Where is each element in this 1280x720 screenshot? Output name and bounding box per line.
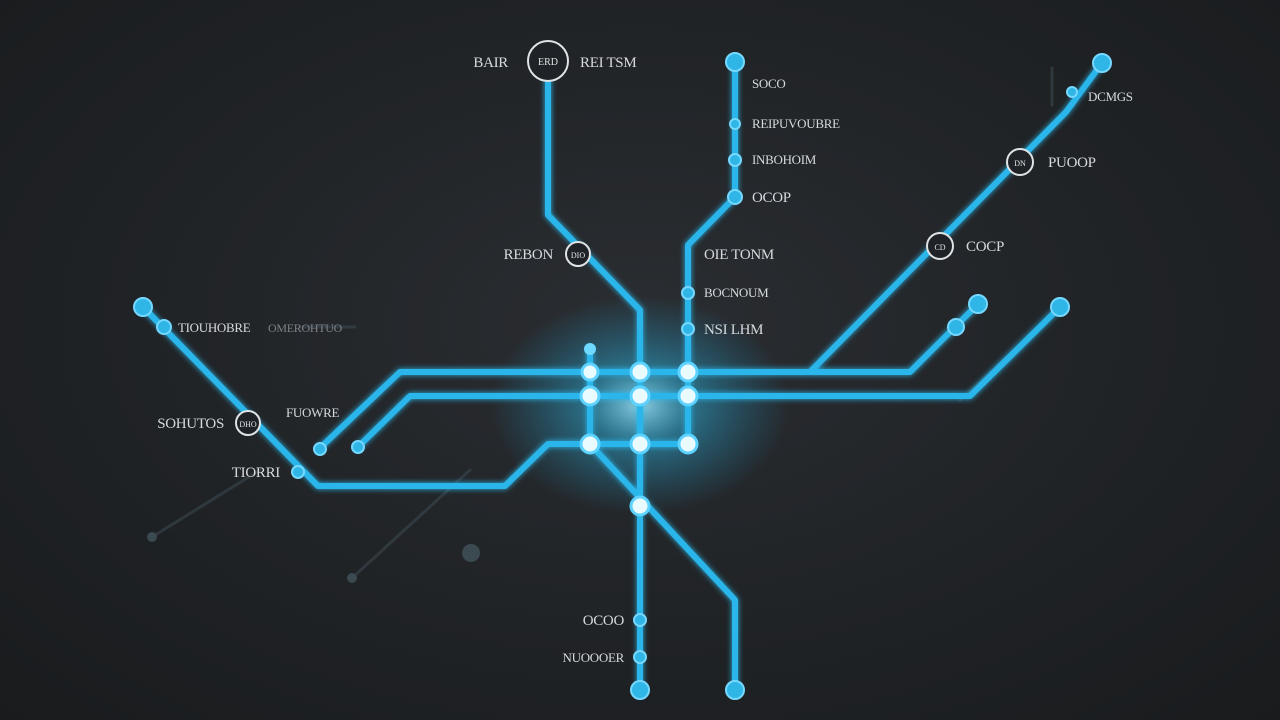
station-dot[interactable] (156, 319, 172, 335)
station-label: COCP (966, 239, 1004, 255)
route-west-a (317, 369, 593, 451)
route-east-lower (587, 304, 1063, 399)
interchange-ring-rebon[interactable] (565, 241, 591, 267)
station-dot[interactable] (351, 440, 365, 454)
station-dot[interactable] (313, 442, 327, 456)
station-dot[interactable] (727, 189, 743, 205)
background-faint-dots (147, 532, 480, 583)
hub-node-small[interactable] (584, 343, 596, 355)
hub-node[interactable] (677, 433, 699, 455)
station-label: BOCNOUM (704, 285, 769, 300)
station-labels: BAIR REI TSM SOCO REIPUVOUBRE INBOHOIM O… (157, 55, 1133, 665)
station-dot[interactable] (725, 52, 745, 72)
hub-node[interactable] (579, 433, 601, 455)
hub-node[interactable] (629, 361, 651, 383)
interchange-rings (235, 40, 1034, 436)
hub-nodes (579, 361, 699, 517)
station-label: REI TSM (580, 55, 636, 71)
station-dots (133, 52, 1112, 700)
station-label: INBOHOIM (752, 152, 817, 167)
interchange-ring-top[interactable] (527, 40, 569, 82)
station-dot[interactable] (947, 318, 965, 336)
hub-node[interactable] (629, 495, 651, 517)
ring-label-rebon: DIO (571, 251, 585, 260)
station-label: NSI LHM (704, 322, 763, 338)
station-label: NUOOOER (563, 650, 625, 665)
hub-node[interactable] (677, 385, 699, 407)
station-dot[interactable] (630, 680, 650, 700)
station-dot[interactable] (1050, 297, 1070, 317)
station-label: REBON (504, 247, 554, 263)
station-dot[interactable] (633, 650, 647, 664)
station-label: DCMGS (1088, 89, 1133, 104)
station-label: SOCO (752, 76, 785, 91)
station-label: TIOUHOBRE (178, 320, 251, 335)
station-dot[interactable] (968, 294, 988, 314)
station-label: OIE TONM (704, 247, 774, 263)
hub-node[interactable] (579, 385, 601, 407)
ring-label-sonuos: DHO (239, 420, 257, 429)
station-label: OCOO (583, 613, 625, 629)
hub-node[interactable] (677, 361, 699, 383)
station-dot[interactable] (133, 297, 153, 317)
station-dot[interactable] (728, 153, 742, 167)
interchange-ring-cocp[interactable] (926, 232, 954, 260)
ring-label-cocp: CD (934, 243, 945, 252)
hub-node[interactable] (629, 433, 651, 455)
station-label: BAIR (473, 55, 508, 71)
station-dot[interactable] (1092, 53, 1112, 73)
ring-label-puoop: DN (1014, 159, 1026, 168)
station-dot[interactable] (633, 613, 647, 627)
hub-node[interactable] (629, 385, 651, 407)
station-dot[interactable] (1066, 86, 1078, 98)
route-west-b (355, 393, 593, 450)
station-label: PUOOP (1048, 155, 1096, 171)
station-label: SOHUTOS (157, 416, 224, 432)
station-label: OCOP (752, 190, 791, 206)
station-dot[interactable] (681, 286, 695, 300)
station-dot[interactable] (681, 322, 695, 336)
station-label: TIORRI (232, 465, 281, 481)
hub-node[interactable] (580, 362, 600, 382)
station-label-faint: OMEROHTUO (268, 321, 343, 335)
interchange-ring-puoop[interactable] (1006, 148, 1034, 176)
interchange-ring-sonuos[interactable] (235, 410, 261, 436)
station-label: REIPUVOUBRE (752, 116, 840, 131)
station-dot[interactable] (291, 465, 305, 479)
station-dot[interactable] (725, 680, 745, 700)
station-label: FUOWRE (286, 405, 339, 420)
ring-label-top: ERD (538, 57, 558, 68)
route-north-west (545, 77, 643, 693)
station-dot[interactable] (729, 118, 741, 130)
